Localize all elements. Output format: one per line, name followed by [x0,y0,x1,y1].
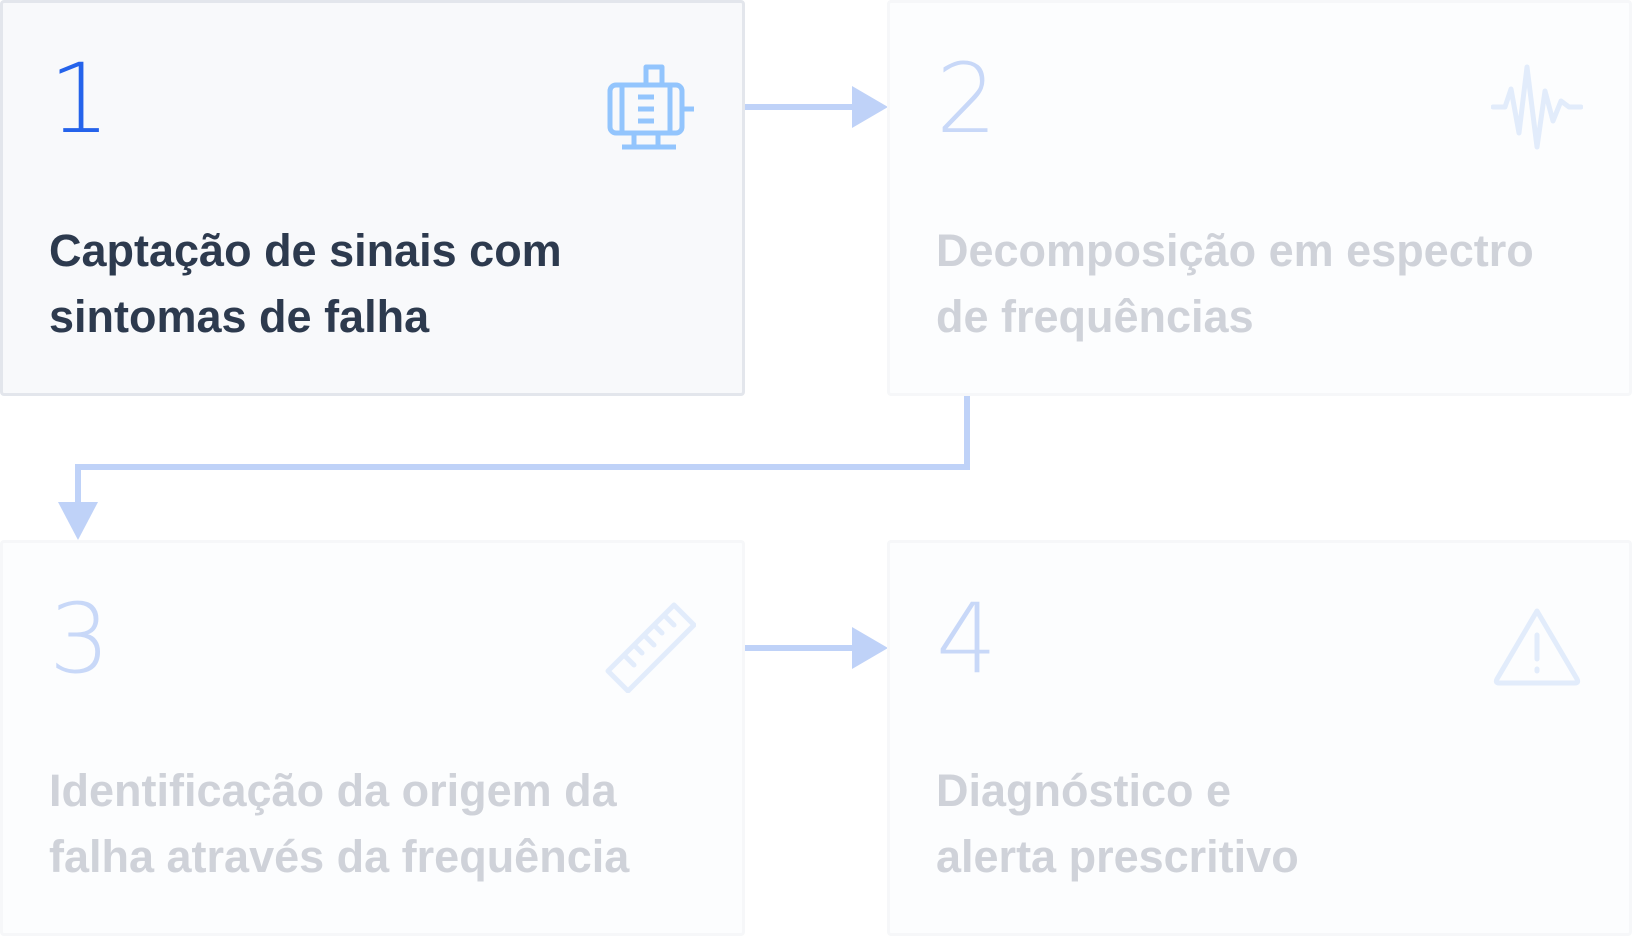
connector-2-3 [75,395,970,506]
step-label-line: Diagnóstico e [936,765,1232,816]
step-label-line: Decomposição em espectro [936,225,1534,276]
step-number: 1 [49,43,111,155]
waveform-icon [1491,61,1583,153]
ruler-icon [604,601,696,693]
warning-triangle-icon [1491,601,1583,693]
arrowhead-3-4 [852,627,888,669]
step-label: Decomposição em espectro de frequências [936,218,1576,350]
arrowhead-2-3 [58,502,98,540]
step-card-2[interactable]: 2 Decomposição em espectro de frequência… [887,0,1632,396]
step-number: 3 [49,583,111,695]
step-label-line: alerta prescritivo [936,831,1299,882]
step-label-line: Identificação da origem da [49,765,617,816]
step-label-line: sintomas de falha [49,291,430,342]
step-card-3[interactable]: 3 Identificação da origem da falha atrav… [0,540,745,936]
step-label-line: falha através da frequência [49,831,630,882]
motor-icon [604,61,696,153]
arrowhead-1-2 [852,86,888,128]
step-label: Identificação da origem da falha através… [49,758,689,890]
step-card-4[interactable]: 4 Diagnóstico e alerta prescritivo [887,540,1632,936]
step-number: 4 [936,583,998,695]
step-number: 2 [936,43,998,155]
step-label-line: de frequências [936,291,1254,342]
step-label-line: Captação de sinais com [49,225,562,276]
step-label: Captação de sinais com sintomas de falha [49,218,689,350]
step-label: Diagnóstico e alerta prescritivo [936,758,1576,890]
step-card-1[interactable]: 1 Captação de sinais com sintomas de fal… [0,0,745,396]
